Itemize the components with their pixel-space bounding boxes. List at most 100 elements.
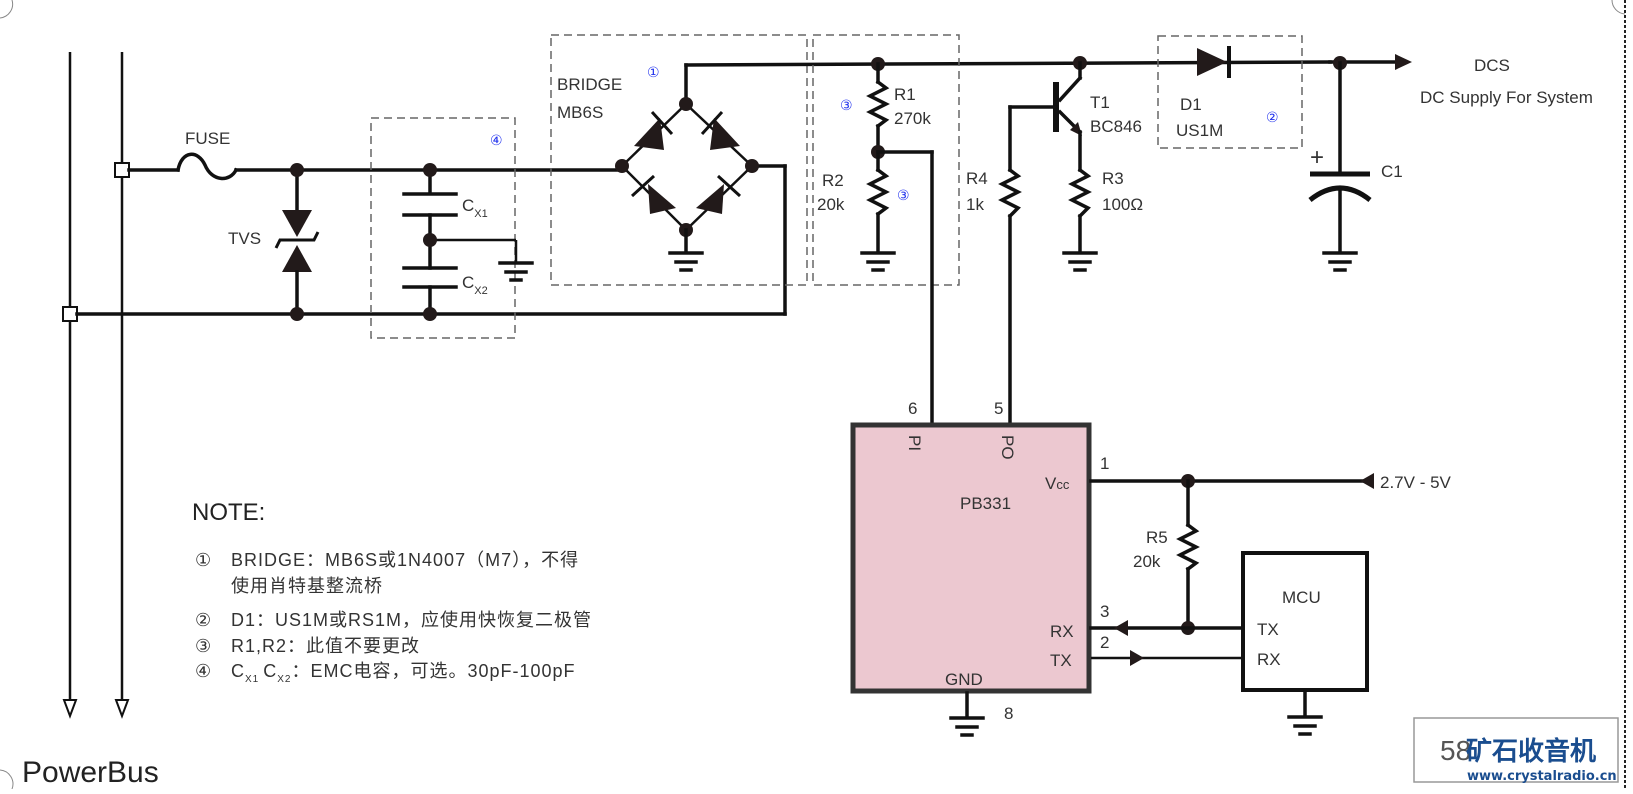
dcs-label: DCS <box>1474 56 1510 75</box>
divider-dashed-box <box>812 34 960 286</box>
ic-name: PB331 <box>960 494 1011 513</box>
pin-5-number: 5 <box>994 399 1003 418</box>
emc-capacitors: ④ CX1 CX2 <box>370 117 534 339</box>
corner-mark <box>0 0 14 19</box>
note-1-text: BRIDGE：MB6S或1N4007（M7），不得 <box>231 550 579 570</box>
d1-diode-icon <box>1197 48 1227 76</box>
watermark-box <box>1413 717 1619 783</box>
rx-arrow-icon <box>1114 620 1128 636</box>
pin-6-number: 6 <box>908 399 917 418</box>
diode-d1: D1 US1M ② <box>1157 35 1303 149</box>
pin-2-number: 2 <box>1100 633 1109 652</box>
notes: NOTE: ① BRIDGE：MB6S或1N4007（M7），不得 使用肖特基整… <box>192 499 591 685</box>
note-2-marker: ② <box>195 610 212 630</box>
r5-name: R5 <box>1146 528 1168 547</box>
tvs-diode: TVS <box>228 163 320 321</box>
tx-arrow-icon <box>1130 650 1144 666</box>
fuse: FUSE <box>127 129 622 181</box>
r2-name: R2 <box>822 171 844 190</box>
emc-marker: ④ <box>490 132 503 148</box>
cx1-label: CX1 <box>462 196 488 220</box>
watermark[interactable]: 58 矿石收音机 www.crystalradio.cn <box>1413 717 1619 784</box>
watermark-url[interactable]: www.crystalradio.cn <box>1467 769 1617 784</box>
pin-gnd-label: GND <box>945 670 983 689</box>
bridge-dashed-box <box>550 34 808 286</box>
dcs-arrow-icon <box>1395 54 1412 70</box>
t1-part: BC846 <box>1090 117 1142 136</box>
d1-part: US1M <box>1176 121 1223 140</box>
bridge-diode-icon <box>648 184 676 214</box>
note-3-text: R1,R2：此值不要更改 <box>231 636 420 656</box>
bus-arrow-icon <box>62 699 78 719</box>
mcu-name: MCU <box>1282 588 1321 607</box>
mcu-rx-label: RX <box>1257 650 1281 669</box>
pin-pi-label: PI <box>905 435 924 451</box>
r5-resistor-icon <box>1176 522 1200 572</box>
vcc-network: 2.7V - 5V R5 20k <box>1089 473 1452 666</box>
bridge-diode-icon <box>634 118 664 150</box>
bus-tap-bottom <box>62 306 78 322</box>
note-4-marker: ④ <box>195 661 212 681</box>
r4-name: R4 <box>966 169 988 188</box>
tvs-label: TVS <box>228 229 261 248</box>
bus-arrow-icon <box>114 699 130 719</box>
mcu-tx-label: TX <box>1257 620 1279 639</box>
note-1-cont: 使用肖特基整流桥 <box>231 576 383 596</box>
c1-name: C1 <box>1381 162 1403 181</box>
r1-resistor-icon <box>866 79 890 129</box>
r1-value: 270k <box>894 109 931 128</box>
divider-r1-r2: ③ R1 270k R2 20k ③ <box>812 34 960 427</box>
r3-resistor-icon <box>1068 167 1092 219</box>
emc-dashed-box <box>370 117 516 339</box>
corner-mark <box>1611 0 1626 15</box>
bridge-label: BRIDGE <box>557 75 622 94</box>
corner-mark <box>0 769 14 790</box>
dcs-description: DC Supply For System <box>1420 88 1593 107</box>
c1-polarity: + <box>1310 144 1324 171</box>
ic-body <box>850 422 1092 694</box>
r3-name: R3 <box>1102 169 1124 188</box>
bus-tap-top <box>114 162 130 178</box>
powerbus-label: PowerBus <box>22 756 159 789</box>
fuse-label: FUSE <box>185 129 230 148</box>
mcu-block: MCU TX RX <box>1241 551 1369 736</box>
r2-resistor-icon <box>866 167 890 217</box>
tvs-upper-triangle-icon <box>282 210 312 237</box>
r5-value: 20k <box>1133 552 1161 571</box>
bridge-part: MB6S <box>557 103 603 122</box>
note-1-marker: ① <box>195 550 212 570</box>
capacitor-c1: + C1 <box>1308 56 1403 272</box>
watermark-cn: 矿石收音机 <box>1466 736 1596 767</box>
r1-marker: ③ <box>840 97 853 113</box>
pin-vcc-label: Vcc <box>1045 474 1070 493</box>
transistor-stage: T1 BC846 R4 1k R3 100Ω <box>966 56 1143 427</box>
bridge-marker: ① <box>647 64 660 80</box>
d1-dashed-box <box>1157 35 1303 149</box>
r4-value: 1k <box>966 195 984 214</box>
bridge-diode-icon <box>696 184 724 214</box>
d1-name: D1 <box>1180 95 1202 114</box>
r2-value: 20k <box>817 195 845 214</box>
pin-1-number: 1 <box>1100 454 1109 473</box>
r2-marker: ③ <box>897 187 910 203</box>
watermark-number: 58 <box>1440 735 1471 766</box>
tvs-lower-triangle-icon <box>282 245 312 272</box>
mcu-body <box>1241 551 1369 692</box>
bridge-diode-icon <box>710 118 740 150</box>
pin-po-label: PO <box>998 435 1017 460</box>
notes-title: NOTE: <box>192 499 265 526</box>
pin-3-number: 3 <box>1100 602 1109 621</box>
bridge-rectifier: BRIDGE MB6S ① <box>550 34 1412 286</box>
t1-name: T1 <box>1090 93 1110 112</box>
ic-pb331: PB331 6 5 PI PO Vcc 1 RX 3 TX 2 GND 8 <box>850 399 1109 737</box>
top-dc-rail <box>684 60 1332 67</box>
pin-tx-label: TX <box>1050 651 1072 670</box>
r4-resistor-icon <box>998 167 1022 219</box>
pin-rx-label: RX <box>1050 622 1074 641</box>
cx2-label: CX2 <box>462 273 488 297</box>
power-bus <box>62 52 130 719</box>
note-3-marker: ③ <box>195 636 212 656</box>
